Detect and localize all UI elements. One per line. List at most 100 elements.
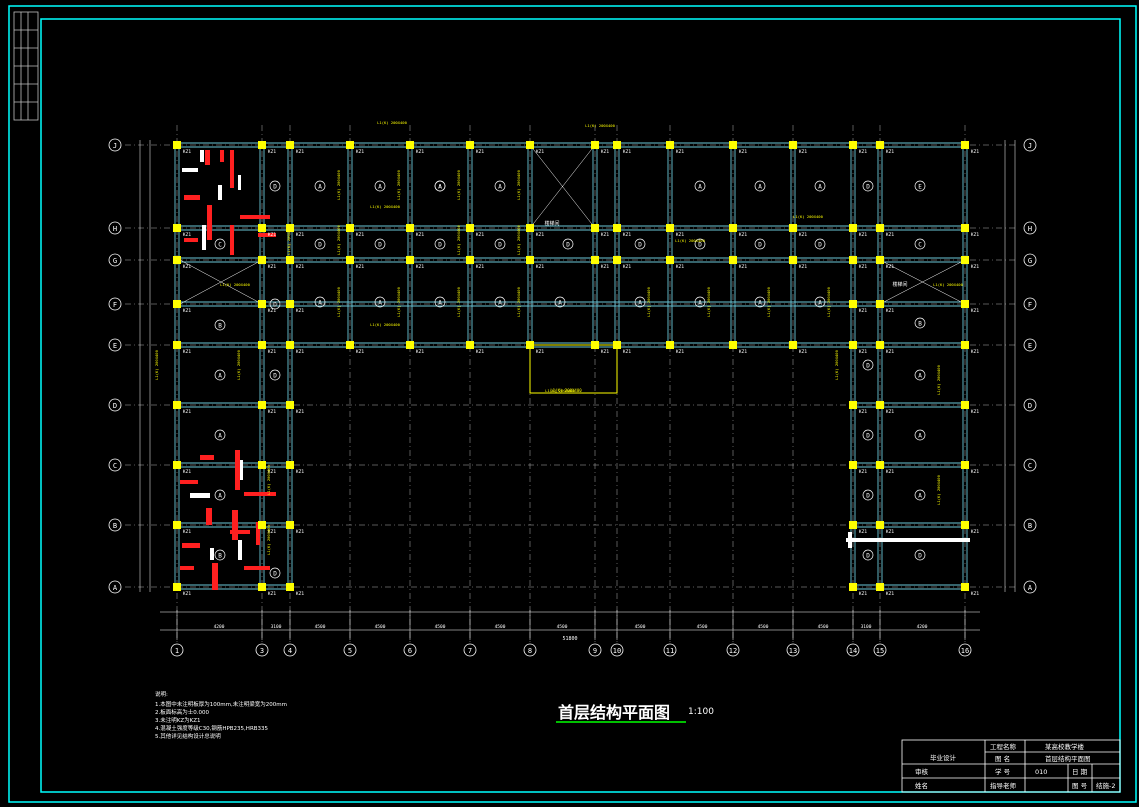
slab-label: C [918, 242, 922, 249]
axis-bubble [786, 643, 800, 657]
student-id-value: 010 [1035, 768, 1047, 776]
shear-wall-red [182, 543, 200, 548]
axis-bubble [1023, 297, 1037, 311]
column [876, 256, 884, 264]
axis-label: D [1028, 402, 1032, 410]
advisor-label: 指导老师 [990, 781, 1017, 790]
column-label: KZ1 [476, 149, 484, 155]
column-label: KZ1 [183, 232, 191, 238]
beam-label: L1(K) 200X400 [456, 169, 461, 199]
shear-wall-red [256, 522, 260, 545]
wall-white [846, 538, 970, 542]
slab-label: A [638, 300, 642, 307]
wall-white [238, 540, 242, 560]
column [258, 300, 266, 308]
column-label: KZ1 [971, 469, 979, 475]
slab-label: A [318, 300, 322, 307]
column-label: KZ1 [623, 264, 631, 270]
beam-label: L1(K) 200X400 [336, 286, 341, 316]
axis-bubble [588, 643, 602, 657]
column [466, 341, 474, 349]
column-label: KZ1 [971, 591, 979, 597]
axis-bubble [108, 518, 122, 532]
slab-marker [214, 429, 226, 441]
column-label: KZ1 [886, 409, 894, 415]
column [286, 141, 294, 149]
slab-marker [914, 238, 926, 250]
axis-bubble [1023, 398, 1037, 412]
column [258, 141, 266, 149]
column-label: KZ1 [971, 308, 979, 314]
column-label: KZ1 [886, 349, 894, 355]
slab-marker [314, 296, 326, 308]
slab-label: D [273, 302, 277, 309]
slab-label: A [378, 184, 382, 191]
column [173, 521, 181, 529]
column-label: KZ1 [476, 349, 484, 355]
column-label: KZ1 [886, 308, 894, 314]
column-label: KZ1 [356, 349, 364, 355]
slab-marker [374, 180, 386, 192]
beam-label: L1(K) 200X400 [396, 286, 401, 316]
slab-marker [434, 180, 446, 192]
axis-label: A [113, 584, 118, 592]
slab-marker [562, 238, 574, 250]
slab-marker [914, 317, 926, 329]
column [173, 256, 181, 264]
slab-marker [214, 549, 226, 561]
slab-label: A [378, 300, 382, 307]
slab-label: A [918, 493, 922, 500]
column-label: KZ1 [296, 232, 304, 238]
column [526, 141, 534, 149]
slab-marker [374, 238, 386, 250]
column-label: KZ1 [859, 409, 867, 415]
column-label: KZ1 [268, 308, 276, 314]
slab-label: D [866, 553, 870, 560]
column [591, 224, 599, 232]
slab-label: A [818, 300, 822, 307]
column [173, 583, 181, 591]
bay-dimension: 4500 [818, 624, 829, 630]
column [346, 224, 354, 232]
column-label: KZ1 [296, 409, 304, 415]
column [286, 300, 294, 308]
column [729, 224, 737, 232]
column [346, 141, 354, 149]
column [526, 341, 534, 349]
slab-label: A [818, 184, 822, 191]
bay-dimension: 4500 [375, 624, 386, 630]
slab-label: D [918, 553, 922, 560]
slab-label: A [218, 373, 222, 380]
column [591, 256, 599, 264]
slab-marker [694, 296, 706, 308]
axis-label: A [1028, 584, 1033, 592]
slab-label: D [818, 242, 822, 249]
column [789, 341, 797, 349]
axis-label: 12 [729, 647, 737, 655]
beam-label: L1(K) 200X400 [370, 204, 400, 209]
project-value: 某高校教学楼 [1045, 742, 1085, 751]
column [789, 141, 797, 149]
beam-label: L1(K) 200X400 [370, 322, 400, 327]
column [729, 256, 737, 264]
column [258, 583, 266, 591]
axis-label: H [113, 225, 117, 233]
column-label: KZ1 [859, 349, 867, 355]
column [849, 521, 857, 529]
slab-marker [694, 238, 706, 250]
binding-strip [13, 11, 39, 121]
slab-marker [814, 180, 826, 192]
column [849, 583, 857, 591]
column-label: KZ1 [356, 149, 364, 155]
beam-label: L1(K) 200X400 [550, 388, 582, 393]
beam-label: L1(K) 200X400 [236, 349, 241, 379]
sheet-value: 结施-2 [1096, 781, 1115, 790]
column [849, 341, 857, 349]
slab-label: A [758, 300, 762, 307]
drawing-title: 首层结构平面图 [558, 703, 670, 722]
column [173, 461, 181, 469]
note-line: 4.混凝土强度等级C30,钢筋HPB235,HRB335 [155, 724, 269, 732]
axis-bubble [846, 643, 860, 657]
column-label: KZ1 [296, 469, 304, 475]
